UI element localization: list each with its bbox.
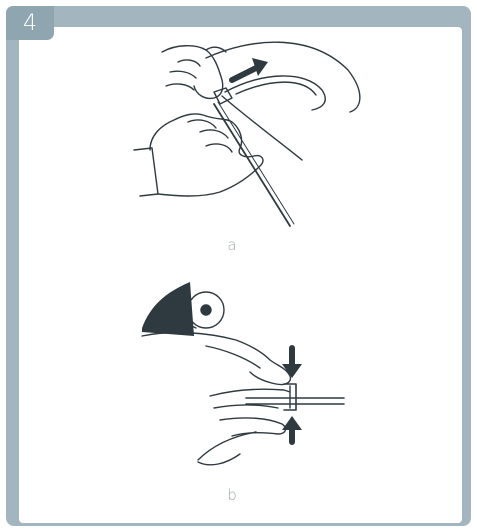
- panel-label-b: b: [212, 486, 252, 504]
